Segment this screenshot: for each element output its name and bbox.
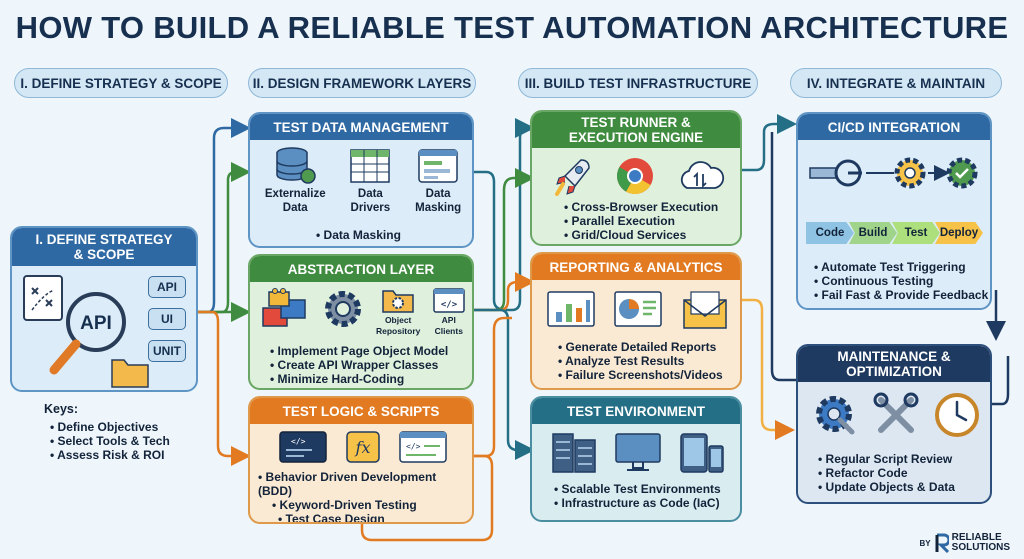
code-window-icon: </> (433, 288, 465, 313)
strategy-title-line1: I. DEFINE STRATEGY (35, 232, 173, 247)
reporting-title: REPORTING & ANALYTICS (532, 254, 740, 280)
pie-dashboard-icon (614, 291, 662, 327)
test-logic-bullets: Behavior Driven Development (BDD) Keywor… (258, 470, 472, 522)
runner-title-line2: EXECUTION ENGINE (568, 130, 704, 145)
code-browser-icon: </> (399, 431, 448, 463)
key-item: Select Tools & Tech (50, 434, 170, 448)
plan-board-icon (23, 275, 63, 321)
runner-bullets: Cross-Browser Execution Parallel Executi… (564, 200, 719, 242)
pipeline-stage-code: Code (806, 222, 854, 244)
lego-blocks-icon (262, 288, 306, 327)
reporting-panel: REPORTING & ANALYTICS Generate Detailed … (530, 252, 742, 390)
environment-bullets: Scalable Test Environments Infrastructur… (554, 482, 721, 510)
cicd-panel: CI/CD INTEGRATION Automate Test Triggeri… (796, 112, 992, 310)
function-icon: fx (346, 431, 380, 463)
check-gear-icon (946, 157, 978, 189)
test-logic-panel: TEST LOGIC & SCRIPTS </> fx </> Behavior… (248, 396, 474, 524)
maintenance-bullets: Regular Script Review Refactor Code Upda… (818, 452, 955, 494)
abstraction-title: ABSTRACTION LAYER (250, 256, 472, 282)
svg-text:</>: </> (406, 442, 421, 451)
abstraction-panel: ABSTRACTION LAYER Object Repository (248, 254, 474, 390)
strategy-panel: I. DEFINE STRATEGY & SCOPE API API UI UN… (10, 226, 198, 392)
test-runner-panel: TEST RUNNER & EXECUTION ENGINE Cross-Bro… (530, 110, 742, 246)
hub-label: API (80, 313, 112, 334)
maintenance-title-line1: MAINTENANCE & (837, 349, 951, 364)
test-data-title: TEST DATA MANAGEMENT (250, 114, 472, 140)
maintenance-panel: MAINTENANCE & OPTIMIZATION Regular Scrip… (796, 344, 992, 504)
data-masking-item: Data Masking (415, 146, 461, 214)
key-item: Assess Risk & ROI (50, 448, 170, 462)
crossed-tools-icon (873, 392, 919, 433)
gear-wrench-icon (815, 396, 855, 435)
spreadsheet-icon (350, 149, 391, 183)
svg-text:</>: </> (441, 300, 458, 310)
brand-by: BY (919, 538, 931, 548)
chrome-icon (616, 158, 653, 195)
data-drivers-item: Data Drivers (347, 146, 393, 214)
cicd-title: CI/CD INTEGRATION (798, 114, 990, 140)
maintenance-title-line2: OPTIMIZATION (846, 364, 942, 379)
brand-line1: RELIABLE (951, 532, 1002, 543)
cloud-sync-icon (680, 161, 725, 189)
folder-icon (111, 359, 149, 388)
pipeline-stage-build: Build (849, 222, 897, 244)
environment-title: TEST ENVIRONMENT (532, 398, 740, 424)
envelope-icon (682, 291, 727, 329)
clock-icon (935, 393, 980, 437)
rocket-icon (555, 159, 590, 196)
environment-panel: TEST ENVIRONMENT Scalable Test Environme… (530, 396, 742, 522)
database-icon (276, 147, 316, 184)
sync-gear-icon (894, 157, 926, 189)
keys-title: Keys: (44, 402, 79, 416)
column-header-infrastructure: III. BUILD TEST INFRASTRUCTURE (518, 68, 758, 98)
tag-ui: UI (148, 308, 186, 330)
cicd-pipeline: Code Build Test Deploy (806, 222, 983, 244)
column-header-framework: II. DESIGN FRAMEWORK LAYERS (248, 68, 476, 98)
runner-title-line1: TEST RUNNER & (581, 115, 691, 130)
reporting-bullets: Generate Detailed Reports Analyze Test R… (558, 340, 723, 382)
pipeline-stage-test: Test (892, 222, 940, 244)
tag-unit: UNIT (148, 340, 186, 362)
svg-text:fx: fx (355, 438, 371, 457)
strategy-title-line2: & SCOPE (73, 247, 135, 262)
pipeline-icon (809, 159, 862, 187)
column-header-integrate: IV. INTEGRATE & MAINTAIN (790, 68, 1002, 98)
gear-icon (324, 291, 361, 327)
pipeline-stage-deploy: Deploy (935, 222, 983, 244)
brand-mark-icon (935, 533, 949, 553)
bar-chart-icon (547, 291, 596, 327)
strategy-illustration: API (23, 275, 149, 388)
magnifier-icon (49, 292, 126, 375)
mobile-devices-icon (680, 433, 724, 473)
key-item: Define Objectives (50, 420, 170, 434)
svg-text:</>: </> (291, 437, 306, 446)
keys-list: Define Objectives Select Tools & Tech As… (50, 420, 170, 462)
cicd-flow-illustration (809, 157, 978, 189)
brand-logo: BY RELIABLE SOLUTIONS (920, 533, 1010, 553)
monitor-icon (615, 433, 661, 471)
test-data-panel: TEST DATA MANAGEMENT Externalize Data Da… (248, 112, 474, 248)
column-header-strategy: I. DEFINE STRATEGY & SCOPE (14, 68, 228, 98)
externalize-data-item: Externalize Data (265, 146, 326, 214)
masking-form-icon (418, 149, 458, 183)
test-logic-title: TEST LOGIC & SCRIPTS (250, 398, 472, 424)
page-title: HOW TO BUILD A RELIABLE TEST AUTOMATION … (15, 10, 1009, 45)
server-rack-icon (552, 433, 596, 473)
folder-gear-icon (382, 290, 414, 313)
brand-line2: SOLUTIONS (951, 542, 1010, 553)
code-screen-icon: </> (278, 431, 327, 463)
tag-api: API (148, 276, 186, 298)
abstraction-bullets: Implement Page Object Model Create API W… (270, 344, 449, 386)
test-data-bullets: Data Masking (316, 228, 401, 242)
cicd-bullets: Automate Test Triggering Continuous Test… (814, 260, 988, 302)
